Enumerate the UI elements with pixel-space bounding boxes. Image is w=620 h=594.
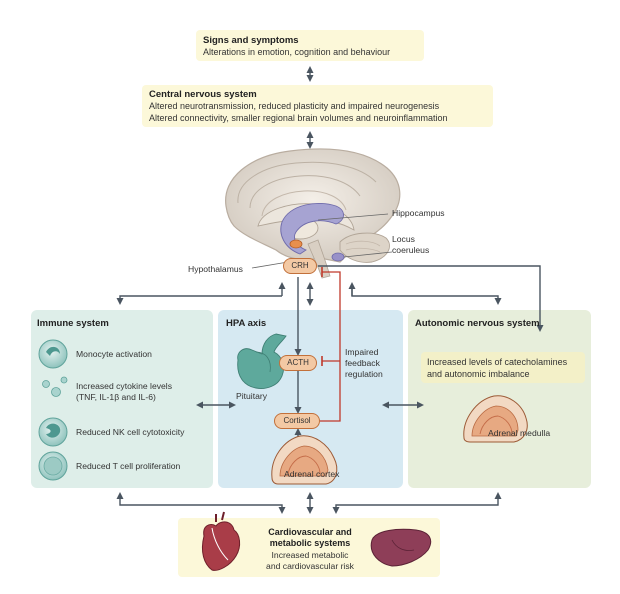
hpa-axis-title: HPA axis xyxy=(226,318,267,329)
cortisol-pill: Cortisol xyxy=(274,413,320,429)
immune-system-title: Immune system xyxy=(37,318,109,329)
impaired-feedback-label-2: feedback xyxy=(345,358,380,368)
adrenal-cortex-label: Adrenal cortex xyxy=(284,469,340,479)
locus-coeruleus-label-1: Locus xyxy=(392,234,415,244)
locus-coeruleus-label-2: coeruleus xyxy=(392,245,430,255)
pituitary-label: Pituitary xyxy=(236,391,268,401)
crh-pill: CRH xyxy=(283,258,317,274)
impaired-feedback-label-3: regulation xyxy=(345,369,383,379)
hippocampus-label: Hippocampus xyxy=(392,208,445,218)
immune-item-label-line1: Increased cytokine levels xyxy=(76,381,173,391)
cardio-body-1: Increased metabolic xyxy=(271,550,349,560)
signs-symptoms-body: Alterations in emotion, cognition and be… xyxy=(203,47,391,57)
cns-box: Central nervous system Altered neurotran… xyxy=(142,85,493,127)
hypothalamus-label: Hypothalamus xyxy=(188,264,243,274)
signs-symptoms-box: Signs and symptoms Alterations in emotio… xyxy=(196,30,424,61)
cardio-body-2: and cardiovascular risk xyxy=(266,561,354,571)
cns-line-2: Altered connectivity, smaller regional b… xyxy=(149,113,448,123)
monocyte-icon xyxy=(38,339,68,369)
catecholamines-line-1: Increased levels of catecholamines xyxy=(427,357,568,367)
adrenal-medulla-label: Adrenal medulla xyxy=(488,428,551,438)
heart-icon xyxy=(201,511,241,571)
adrenal-cortex-icon xyxy=(271,435,338,485)
brain-illustration xyxy=(225,148,401,279)
liver-icon xyxy=(370,528,432,567)
adrenal-medulla-icon xyxy=(463,395,528,443)
catecholamines-line-2: and autonomic imbalance xyxy=(427,369,530,379)
catecholamines-box: Increased levels of catecholamines and a… xyxy=(421,352,585,383)
pituitary-icon xyxy=(237,333,287,389)
cytokine-icon xyxy=(42,376,68,397)
signs-symptoms-title: Signs and symptoms xyxy=(203,35,299,46)
impaired-feedback-label-1: Impaired xyxy=(345,347,379,357)
nk-cell-icon xyxy=(38,417,68,447)
acth-pill: ACTH xyxy=(279,355,317,371)
immune-item-label: Reduced NK cell cytotoxicity xyxy=(76,427,185,437)
immune-item-label-line2: (TNF, IL-1β and IL-6) xyxy=(76,392,156,402)
autonomic-title: Autonomic nervous system xyxy=(415,318,540,329)
cardio-title-1: Cardiovascular and xyxy=(268,527,352,537)
immune-item-label: Reduced T cell proliferation xyxy=(76,461,181,471)
cns-title: Central nervous system xyxy=(149,89,257,100)
t-cell-icon xyxy=(38,451,68,481)
cardio-title-2: metabolic systems xyxy=(269,538,351,548)
cns-line-1: Altered neurotransmission, reduced plast… xyxy=(149,101,440,111)
immune-item-label: Monocyte activation xyxy=(76,349,152,359)
